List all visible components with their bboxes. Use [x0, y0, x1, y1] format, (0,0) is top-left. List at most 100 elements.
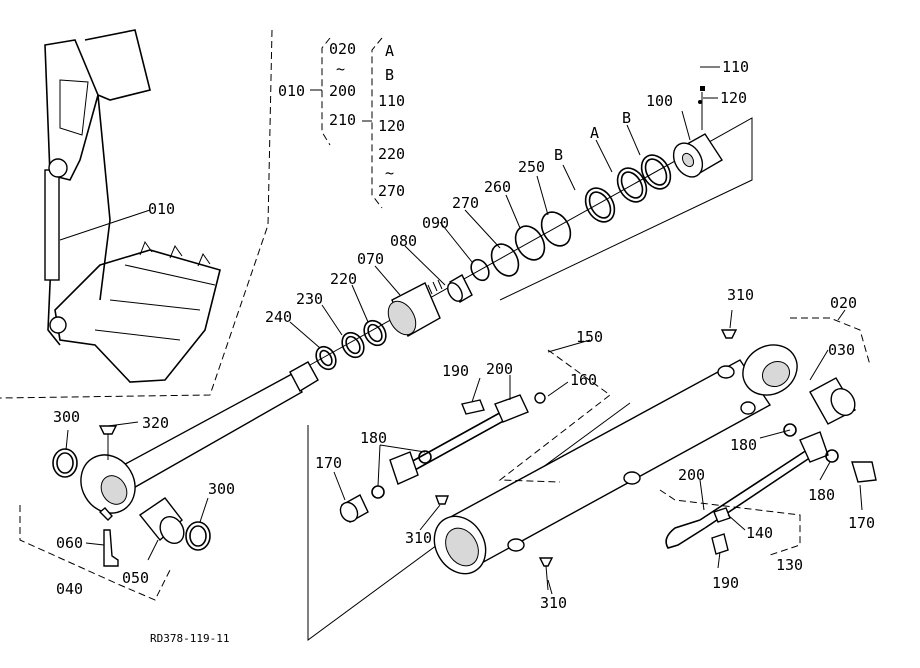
label-130: 130 [776, 556, 803, 574]
washer-160 [534, 392, 546, 404]
ring-230 [341, 331, 365, 359]
label-190b: 190 [712, 574, 739, 592]
label-160: 160 [570, 371, 597, 389]
bom-extra: 210 [329, 111, 356, 129]
oring-180-a [418, 450, 432, 464]
boss-3 [717, 365, 735, 379]
pipe-130 [699, 447, 811, 521]
rod-end [289, 361, 319, 392]
dust-seal-left [52, 448, 78, 478]
label-190a: 190 [442, 362, 469, 380]
part-labels: 110 120 100 B A B 250 260 270 090 080 07… [53, 58, 875, 612]
label-240: 240 [265, 308, 292, 326]
bom-range-from: 020 [329, 40, 356, 58]
bom-sub-120: 120 [378, 117, 405, 135]
boom-arm [44, 39, 99, 181]
group-040 [19, 505, 171, 601]
boss-4 [740, 401, 756, 415]
plug-310-top [720, 329, 738, 339]
label-060: 060 [56, 534, 83, 552]
label-B1: B [554, 146, 563, 164]
ring-270 [490, 243, 520, 277]
dust-seal-right [185, 521, 211, 551]
label-030: 030 [828, 341, 855, 359]
boss-2 [623, 471, 641, 485]
label-140: 140 [746, 524, 773, 542]
label-110: 110 [722, 58, 749, 76]
label-310b: 310 [405, 529, 432, 547]
label-230: 230 [296, 290, 323, 308]
oring-180-d [825, 449, 839, 463]
label-020: 020 [830, 294, 857, 312]
pipe-130-group [659, 489, 801, 556]
label-050: 050 [122, 569, 149, 587]
bom-sub-110: 110 [378, 92, 405, 110]
ring-240 [315, 345, 337, 371]
boom-slot [59, 79, 89, 136]
pipe-130-bend [665, 519, 706, 549]
label-090: 090 [422, 214, 449, 232]
bom-tilde-1: ~ [336, 60, 345, 78]
pipe-150-fitting [494, 394, 529, 423]
cylinder-in-inset [44, 169, 60, 281]
label-120: 120 [720, 89, 747, 107]
bolt-190-top [461, 399, 485, 415]
ring-B1 [584, 187, 616, 223]
label-300b: 300 [208, 480, 235, 498]
leaders [65, 66, 863, 595]
plug-310-bottom [538, 557, 554, 567]
pipe-150-group [498, 349, 611, 483]
label-170b: 170 [848, 514, 875, 532]
tube-assembly [307, 317, 877, 641]
rod-assy-outline [309, 117, 753, 366]
pipe-130-flange [799, 431, 829, 463]
label-180c: 180 [730, 436, 757, 454]
bucket-pin [49, 316, 67, 334]
ring-B2 [640, 154, 672, 190]
arm-front [97, 94, 111, 301]
bolt-190-bottom [711, 533, 729, 555]
label-300a: 300 [53, 408, 80, 426]
bom-bracket-1 [321, 37, 331, 146]
machine-inset: 010 [0, 29, 273, 399]
label-270: 270 [452, 194, 479, 212]
ring-260 [514, 225, 546, 261]
ball [698, 100, 702, 104]
oring-180-c [783, 423, 797, 437]
ring-090 [470, 258, 490, 282]
label-220: 220 [330, 270, 357, 288]
boom-link [84, 29, 151, 101]
cylinder-pin-top [48, 158, 68, 178]
grease-cap [98, 425, 118, 435]
piston-rod [117, 373, 303, 491]
boss-1 [507, 538, 525, 552]
label-180d: 180 [808, 486, 835, 504]
bom-sub-270: 270 [378, 182, 405, 200]
leader-010 [59, 209, 151, 241]
plug-310-left [434, 495, 450, 505]
pipe-150 [399, 409, 506, 469]
label-310a: 310 [727, 286, 754, 304]
group-020 [790, 317, 871, 366]
label-070: 070 [357, 250, 384, 268]
label-040: 040 [56, 580, 83, 598]
label-B2: B [622, 109, 631, 127]
adapter-170-right [851, 461, 877, 483]
oring-180-b [371, 485, 385, 499]
pipe-150-flange [389, 451, 419, 485]
bom-sub-B: B [385, 66, 394, 84]
rod-assembly [19, 86, 753, 601]
bom-range-to: 200 [329, 82, 356, 100]
label-170a: 170 [315, 454, 342, 472]
label-100: 100 [646, 92, 673, 110]
bom-sub-A: A [385, 42, 394, 60]
label-250: 250 [518, 158, 545, 176]
ring-250 [540, 211, 572, 247]
label-200a: 200 [486, 360, 513, 378]
bom-root: 010 [278, 82, 305, 100]
bucket [54, 249, 221, 383]
bucket-teeth [139, 240, 211, 267]
label-180a: 180 [360, 429, 387, 447]
